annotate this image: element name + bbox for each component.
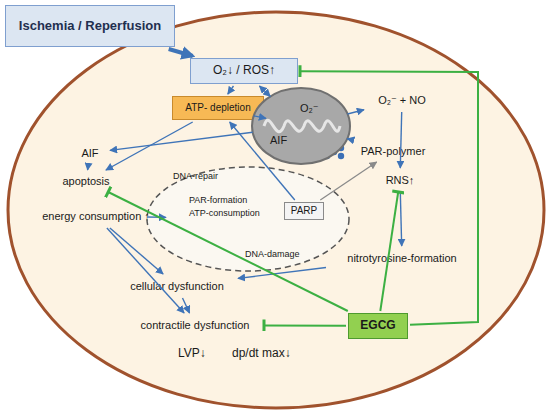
text-node: PAR-polymer (352, 142, 434, 160)
text-node: nitrotyrosine-formation (328, 248, 476, 268)
outcome-text: LVP↓ dp/dt max↓ (160, 344, 320, 366)
node-label: Ischemia / Reperfusion (19, 19, 161, 34)
arrow-connector (347, 139, 352, 140)
cell-membrane (8, 12, 544, 408)
text-node: apoptosis (52, 172, 120, 190)
node-label: apoptosis (62, 175, 109, 188)
node-label: LVP↓ (178, 347, 206, 361)
arrow-connector (400, 112, 401, 168)
node-label: AIF (81, 147, 98, 160)
node-label: PAR-formation (189, 195, 247, 205)
mitochondrion: O₂⁻ AIF (250, 86, 352, 166)
inhibition-line (108, 192, 348, 311)
arrow-connector (183, 298, 190, 313)
node-label: ATP-consumption (189, 208, 260, 218)
nucleus-outline (147, 167, 349, 271)
arrow-connector (260, 86, 271, 96)
node-label: energy consumption ↑ (42, 210, 150, 223)
process-box: O₂↓ / ROS↑ (190, 58, 298, 84)
node-label: RNS↑ (386, 174, 415, 187)
inhibition-line (380, 192, 398, 311)
node-label: PARP (291, 205, 318, 217)
par-dot (338, 153, 344, 159)
arrow-connector (254, 116, 266, 119)
node-label: AIF (270, 134, 287, 147)
text-node: energy consumption ↑ (28, 206, 164, 226)
text-node: contractile dysfunction (128, 315, 262, 335)
arrow-connector (87, 164, 89, 170)
mitochondrion-outline (252, 88, 350, 164)
arrow-connector (348, 110, 365, 114)
node-label: cellular dysfunction (130, 280, 224, 293)
node-outline (250, 86, 352, 166)
arrow-connector (107, 228, 184, 313)
node-label: EGCG (360, 319, 395, 333)
drug-box: EGCG (348, 313, 408, 339)
arrow-connector (320, 162, 376, 200)
enzyme-box: PARP (284, 202, 324, 220)
arrow-connector (400, 192, 401, 246)
node-label: contractile dysfunction (141, 319, 250, 332)
text-node: cellular dysfunction (118, 276, 236, 296)
inhibition-line (264, 324, 346, 326)
inhibition-line (300, 71, 478, 325)
node-label: dp/dt max↓ (232, 347, 291, 361)
text-node: O₂⁻ + NO (366, 90, 438, 110)
node-label: ATP- depletion (185, 102, 250, 114)
node-label: O₂↓ / ROS↑ (213, 64, 275, 78)
arrow-connector (106, 122, 193, 170)
node-label: PAR-polymer (361, 145, 426, 158)
nucleus: DNA-repairPAR-formationATP-consumptionDN… (145, 165, 351, 273)
text-node: AIF (72, 144, 108, 162)
arrow-connector (110, 132, 253, 150)
mitochondrion-cristae (264, 120, 340, 132)
node-label: O₂⁻ + NO (378, 94, 426, 107)
text-node: RNS↑ (376, 170, 424, 190)
process-box: ATP- depletion (172, 96, 264, 120)
node-label: nitrotyrosine-formation (347, 252, 456, 265)
arrow-connector (238, 268, 326, 279)
arrow-connector (228, 86, 234, 94)
node-label: O₂⁻ (300, 102, 319, 115)
arrow-connector (147, 216, 166, 218)
node-label: DNA-damage (245, 249, 300, 259)
arrow-connector (169, 49, 193, 56)
arrow-connector (230, 122, 295, 200)
cause-box: Ischemia / Reperfusion (5, 5, 175, 47)
node-label: DNA-repair (173, 171, 218, 181)
arrow-connector (110, 228, 163, 274)
